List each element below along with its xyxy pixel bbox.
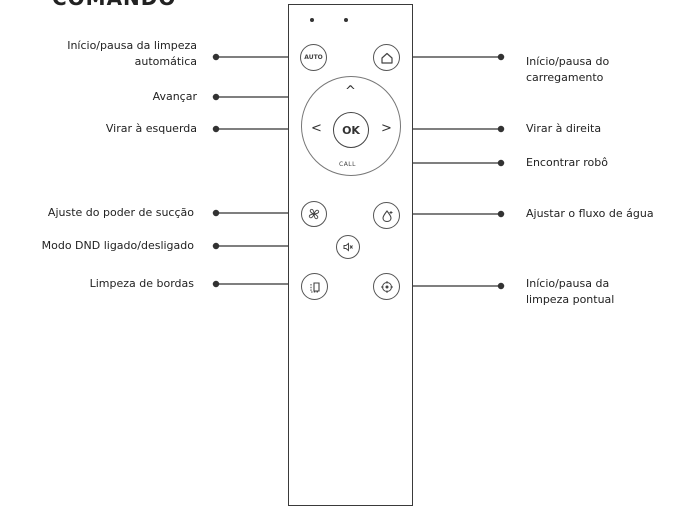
edge-clean-button[interactable] [301, 273, 328, 300]
label-turn-left: Virar à esquerda [105, 122, 197, 135]
home-icon [380, 52, 393, 64]
turn-right-button[interactable]: > [381, 121, 392, 136]
target-icon [380, 280, 393, 293]
label-find-robot: Encontrar robô [526, 156, 608, 169]
led-indicator [344, 18, 348, 22]
label-forward: Avançar [152, 90, 197, 103]
page-title: COMANDO [52, 0, 176, 10]
label-edge-clean: Limpeza de bordas [89, 277, 194, 290]
label-water-flow: Ajustar o fluxo de água [526, 207, 654, 220]
edge-icon [310, 281, 320, 292]
spot-clean-button[interactable] [373, 273, 400, 300]
label-spot-clean: Início/pausa da limpeza pontual [526, 277, 615, 306]
water-drop-icon [381, 209, 392, 222]
water-flow-button[interactable] [373, 202, 400, 229]
auto-clean-button[interactable]: AUTO [300, 44, 327, 71]
dnd-button[interactable] [336, 235, 360, 259]
call-button[interactable]: CALL [339, 161, 356, 168]
suction-button[interactable] [301, 201, 327, 227]
label-auto-clean: Início/pausa da limpeza automática [67, 39, 197, 68]
label-charge: Início/pausa do carregamento [526, 55, 610, 84]
mute-icon [343, 242, 353, 252]
forward-button[interactable]: ^ [345, 84, 356, 99]
fan-icon [308, 208, 320, 220]
label-dnd: Modo DND ligado/desligado [41, 239, 194, 252]
turn-left-button[interactable]: < [311, 121, 322, 136]
label-suction: Ajuste do poder de sucção [47, 206, 194, 219]
home-charge-button[interactable] [373, 44, 400, 71]
led-indicator [310, 18, 314, 22]
ok-button[interactable]: OK [333, 112, 369, 148]
label-turn-right: Virar à direita [526, 122, 602, 135]
